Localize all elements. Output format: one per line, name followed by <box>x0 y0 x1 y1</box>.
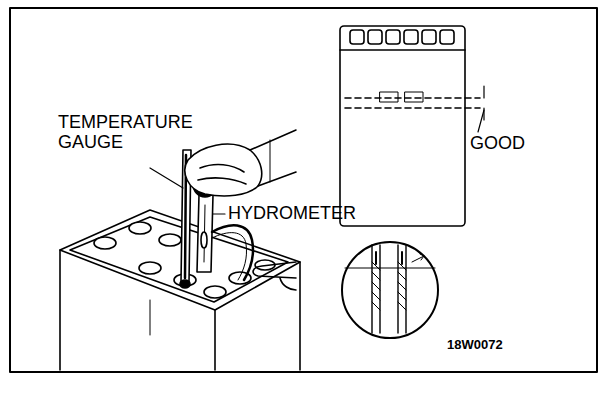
figure-number: 18W0072 <box>447 338 547 352</box>
leader-line <box>213 213 225 214</box>
battery-right <box>340 26 484 226</box>
leader-line <box>150 168 183 188</box>
leader-line <box>478 110 484 132</box>
status-label: GOOD <box>470 134 550 154</box>
part-label: TEMPERATURE GAUGE <box>58 113 208 153</box>
hand <box>185 130 296 196</box>
pointing-hand <box>253 262 296 290</box>
part-label: HYDROMETER <box>228 204 368 224</box>
magnified-detail <box>342 242 438 338</box>
battery-left <box>60 210 300 370</box>
frame <box>10 8 597 372</box>
